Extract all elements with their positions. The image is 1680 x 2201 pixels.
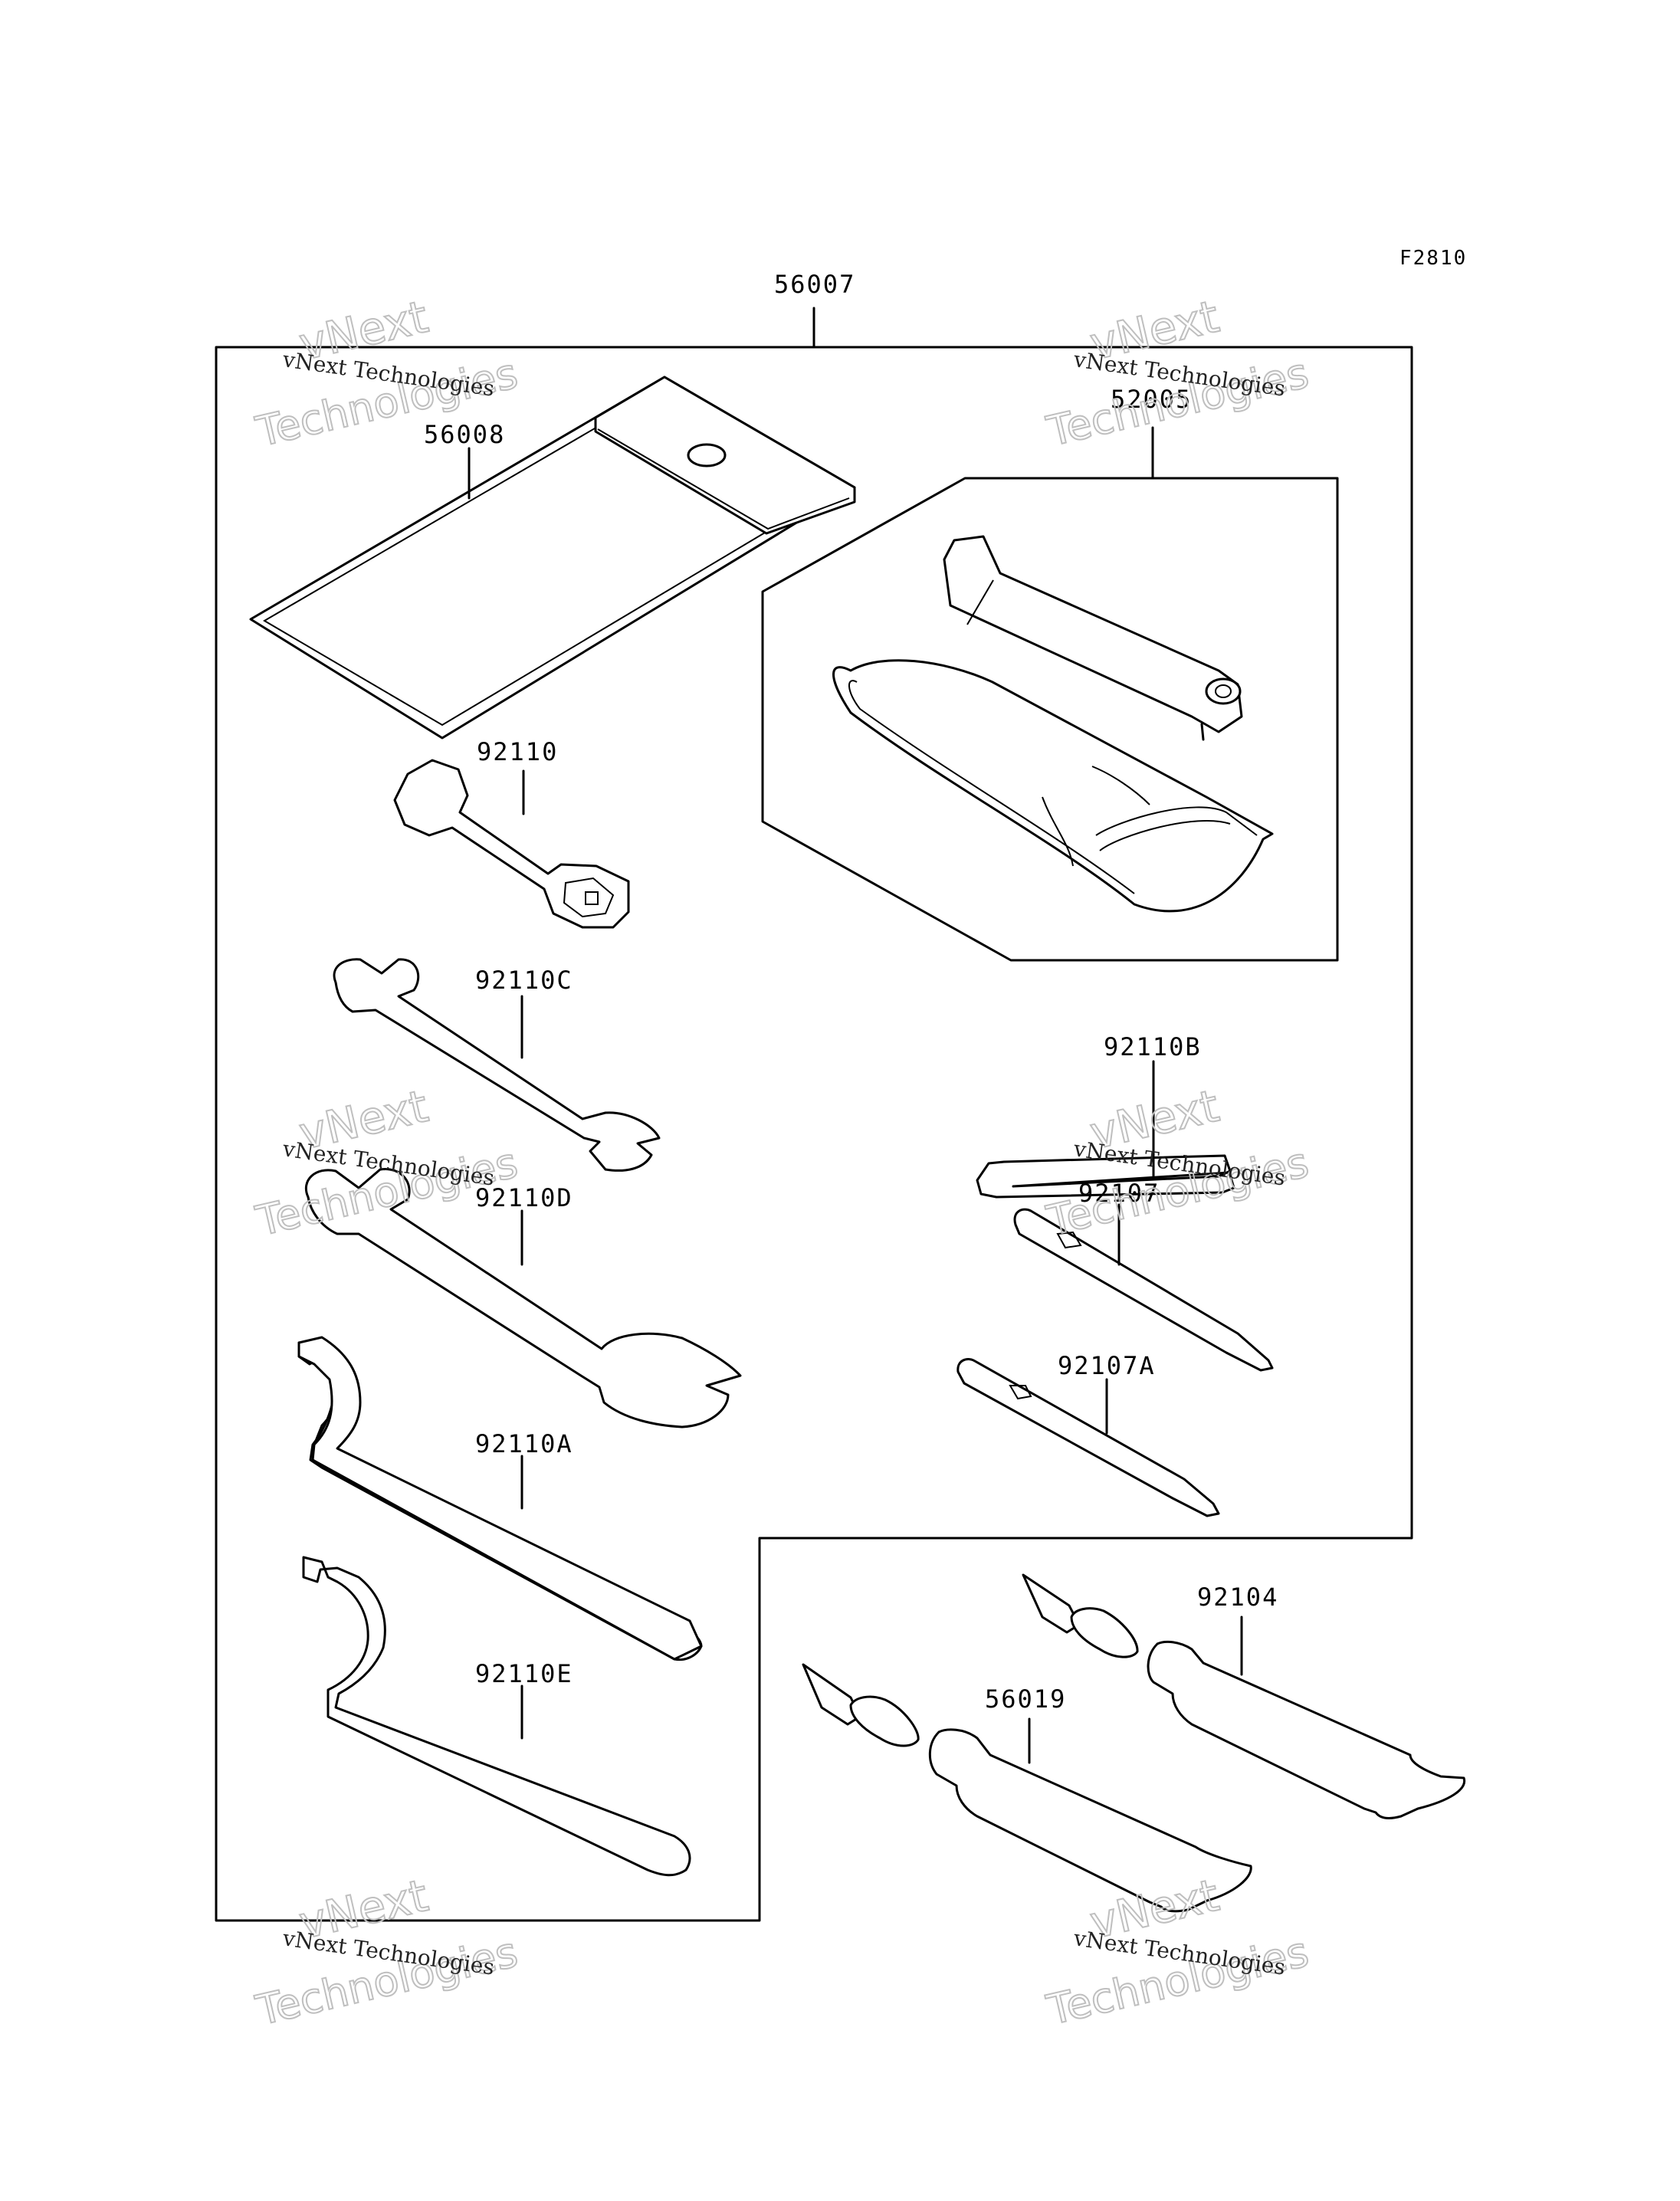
label-92110D: 92110D (475, 1183, 573, 1212)
screwdriver-92107 (1013, 1203, 1274, 1372)
label-92110A: 92110A (475, 1429, 573, 1458)
label-52005: 52005 (1111, 385, 1192, 414)
label-92104: 92104 (1197, 1583, 1278, 1612)
label-92107A: 92107A (1058, 1351, 1156, 1380)
hex-key-92110B (976, 1060, 1235, 1199)
figure-code: F2810 (1399, 247, 1467, 270)
label-92110: 92110 (477, 737, 558, 766)
label-92110C: 92110C (475, 966, 573, 995)
label-92110B: 92110B (1104, 1032, 1202, 1061)
hook-wrench-92110A (297, 1336, 703, 1661)
open-wrench-92110D (305, 1168, 742, 1429)
label-56008: 56008 (424, 420, 505, 449)
label-92107: 92107 (1078, 1179, 1160, 1208)
box-wrench-92110 (393, 759, 630, 929)
label-56007: 56007 (774, 270, 855, 299)
screwdriver-92107A (956, 1358, 1220, 1517)
sub-box-52005 (761, 426, 1339, 962)
hook-wrench-92110E (302, 1556, 691, 1877)
grease-tube-56019 (802, 1663, 1252, 1913)
bag-52005 (832, 659, 1274, 913)
label-92110E: 92110E (475, 1659, 573, 1688)
open-wrench-92110C (333, 958, 661, 1172)
kit-outline (215, 307, 1413, 1922)
label-56019: 56019 (985, 1684, 1066, 1714)
tool-pouch-56008 (249, 376, 856, 740)
pump-52005 (943, 535, 1243, 741)
grease-tube-92104 (1022, 1573, 1466, 1819)
